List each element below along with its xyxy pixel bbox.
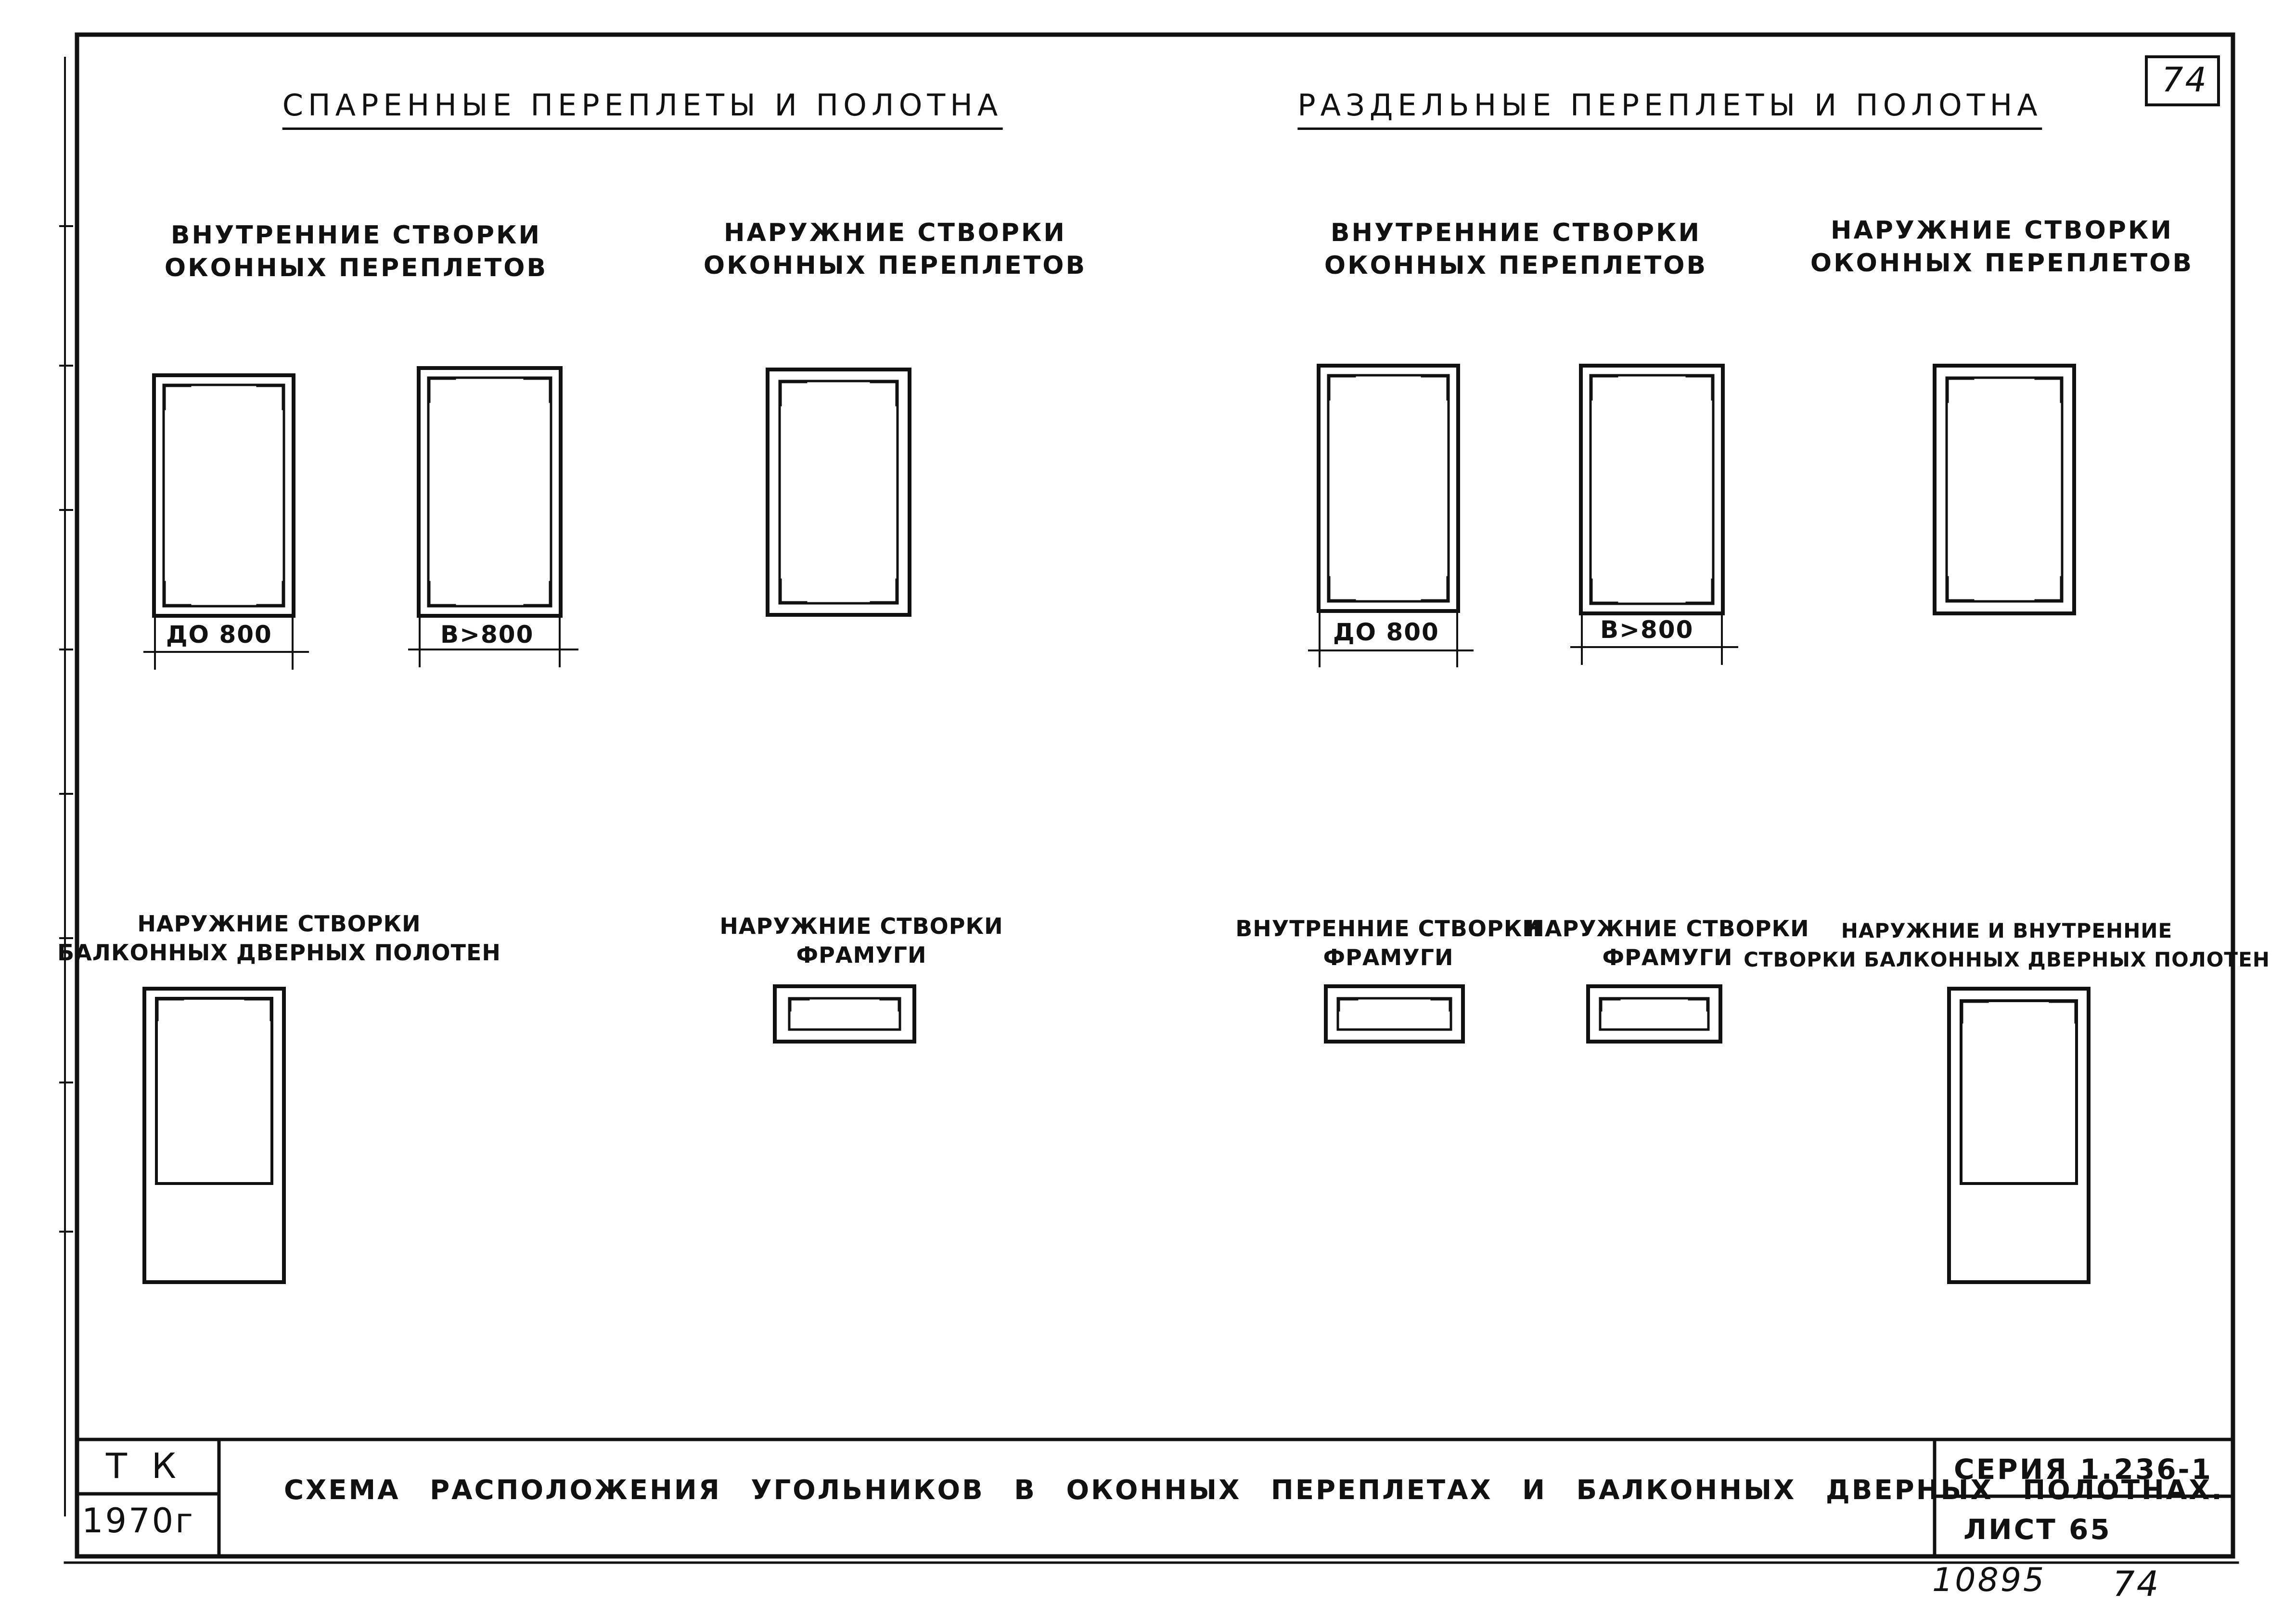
stamp-page: 74 <box>2113 1564 2161 1604</box>
title-block-series: СЕРИЯ 1.236-1 <box>1954 1453 2213 1486</box>
window-outer-separate <box>1933 364 2076 615</box>
window-inner-paired-over800 <box>417 366 563 618</box>
transom-outer-separate <box>1586 984 1722 1044</box>
heading-separate: РАЗДЕЛЬНЫЕ ПЕРЕПЛЕТЫ И ПОЛОТНА <box>1297 88 2042 130</box>
window-inner-separate-800 <box>1317 364 1460 613</box>
dim-up-to-800-paired: ДО 800 <box>166 621 272 649</box>
title-block-title: СХЕМА РАСПОЛОЖЕНИЯ УГОЛЬНИКОВ В ОКОННЫХ … <box>284 1475 2224 1506</box>
stamp-number: 10895 <box>1932 1561 2046 1599</box>
title-block-org: Т К <box>106 1446 183 1486</box>
page-number: 74 <box>2162 60 2209 100</box>
sheet-frame <box>64 32 2239 1564</box>
window-outer-paired <box>766 368 911 617</box>
dim-over-800-paired: В>800 <box>440 621 534 649</box>
window-inner-paired-800 <box>152 373 295 618</box>
heading-paired: СПАРЕННЫЕ ПЕРЕПЛЕТЫ И ПОЛОТНА <box>282 88 1003 130</box>
dim-over-800-separate: В>800 <box>1600 616 1694 644</box>
dim-up-to-800-separate: ДО 800 <box>1333 618 1439 646</box>
binding-margin-marks <box>59 57 73 1516</box>
title-block-year: 1970г <box>82 1501 195 1540</box>
balcony-door-outer-paired <box>142 987 286 1284</box>
title-block-sheet: ЛИСТ 65 <box>1963 1513 2112 1546</box>
transom-inner-separate <box>1324 984 1465 1044</box>
page-number-box <box>2145 55 2220 106</box>
transom-outer-paired <box>773 984 916 1044</box>
balcony-door-separate <box>1947 987 2091 1284</box>
title-block-lines <box>75 1438 2235 1558</box>
dimension-lines <box>143 610 1738 670</box>
window-inner-separate-over800 <box>1579 364 1725 615</box>
